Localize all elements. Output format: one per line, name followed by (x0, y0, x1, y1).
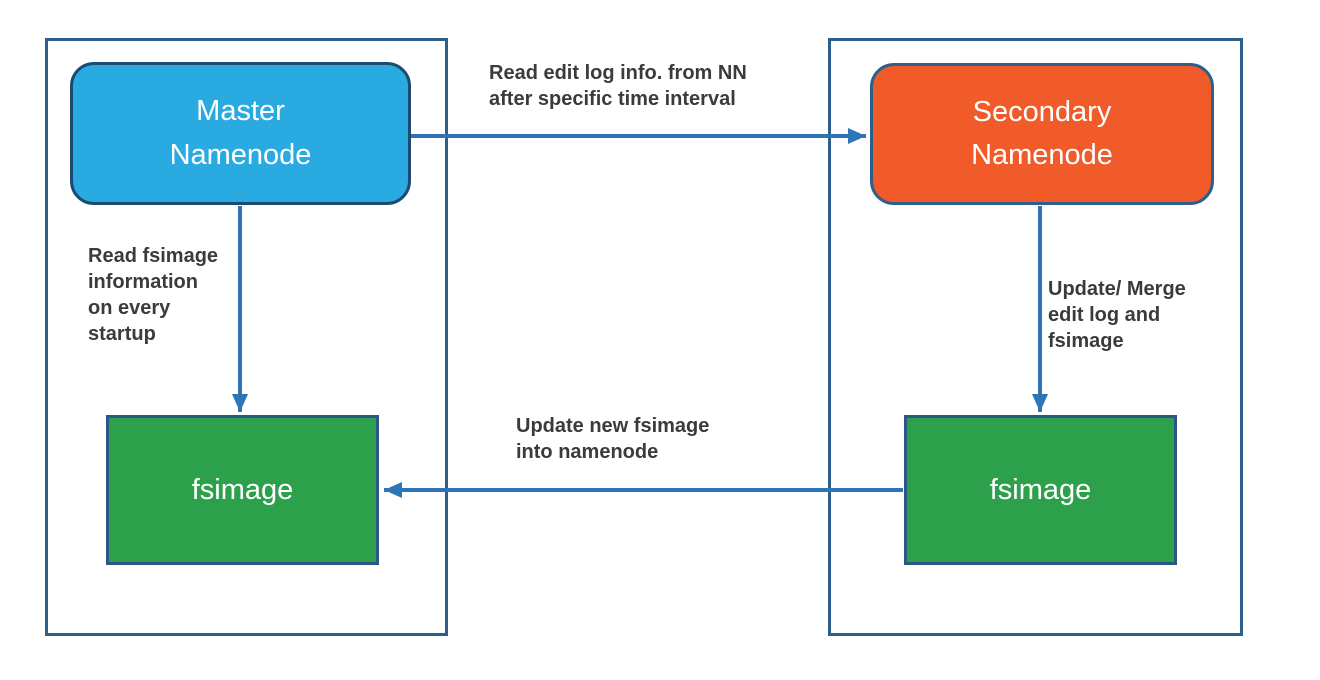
fsimage-left-node: fsimage (106, 415, 379, 565)
fsimage-right-node: fsimage (904, 415, 1177, 565)
master-namenode-node: Master Namenode (70, 62, 411, 205)
edge-label-read-edit-log: Read edit log info. from NN after specif… (489, 62, 747, 110)
secondary-namenode-node: Secondary Namenode (870, 63, 1214, 205)
fsimage-right-label: fsimage (989, 473, 1092, 506)
edge-label-read-fsimage: Read fsimage information on every startu… (88, 245, 219, 345)
fsimage-left-label: fsimage (191, 473, 294, 506)
edge-label-update-new-fsimage: Update new fsimage into namenode (516, 415, 710, 463)
edge-label-update-merge: Update/ Merge edit log and fsimage (1048, 278, 1186, 352)
master-namenode-label: Master Namenode (169, 95, 312, 171)
secondary-namenode-label: Secondary Namenode (971, 95, 1113, 172)
